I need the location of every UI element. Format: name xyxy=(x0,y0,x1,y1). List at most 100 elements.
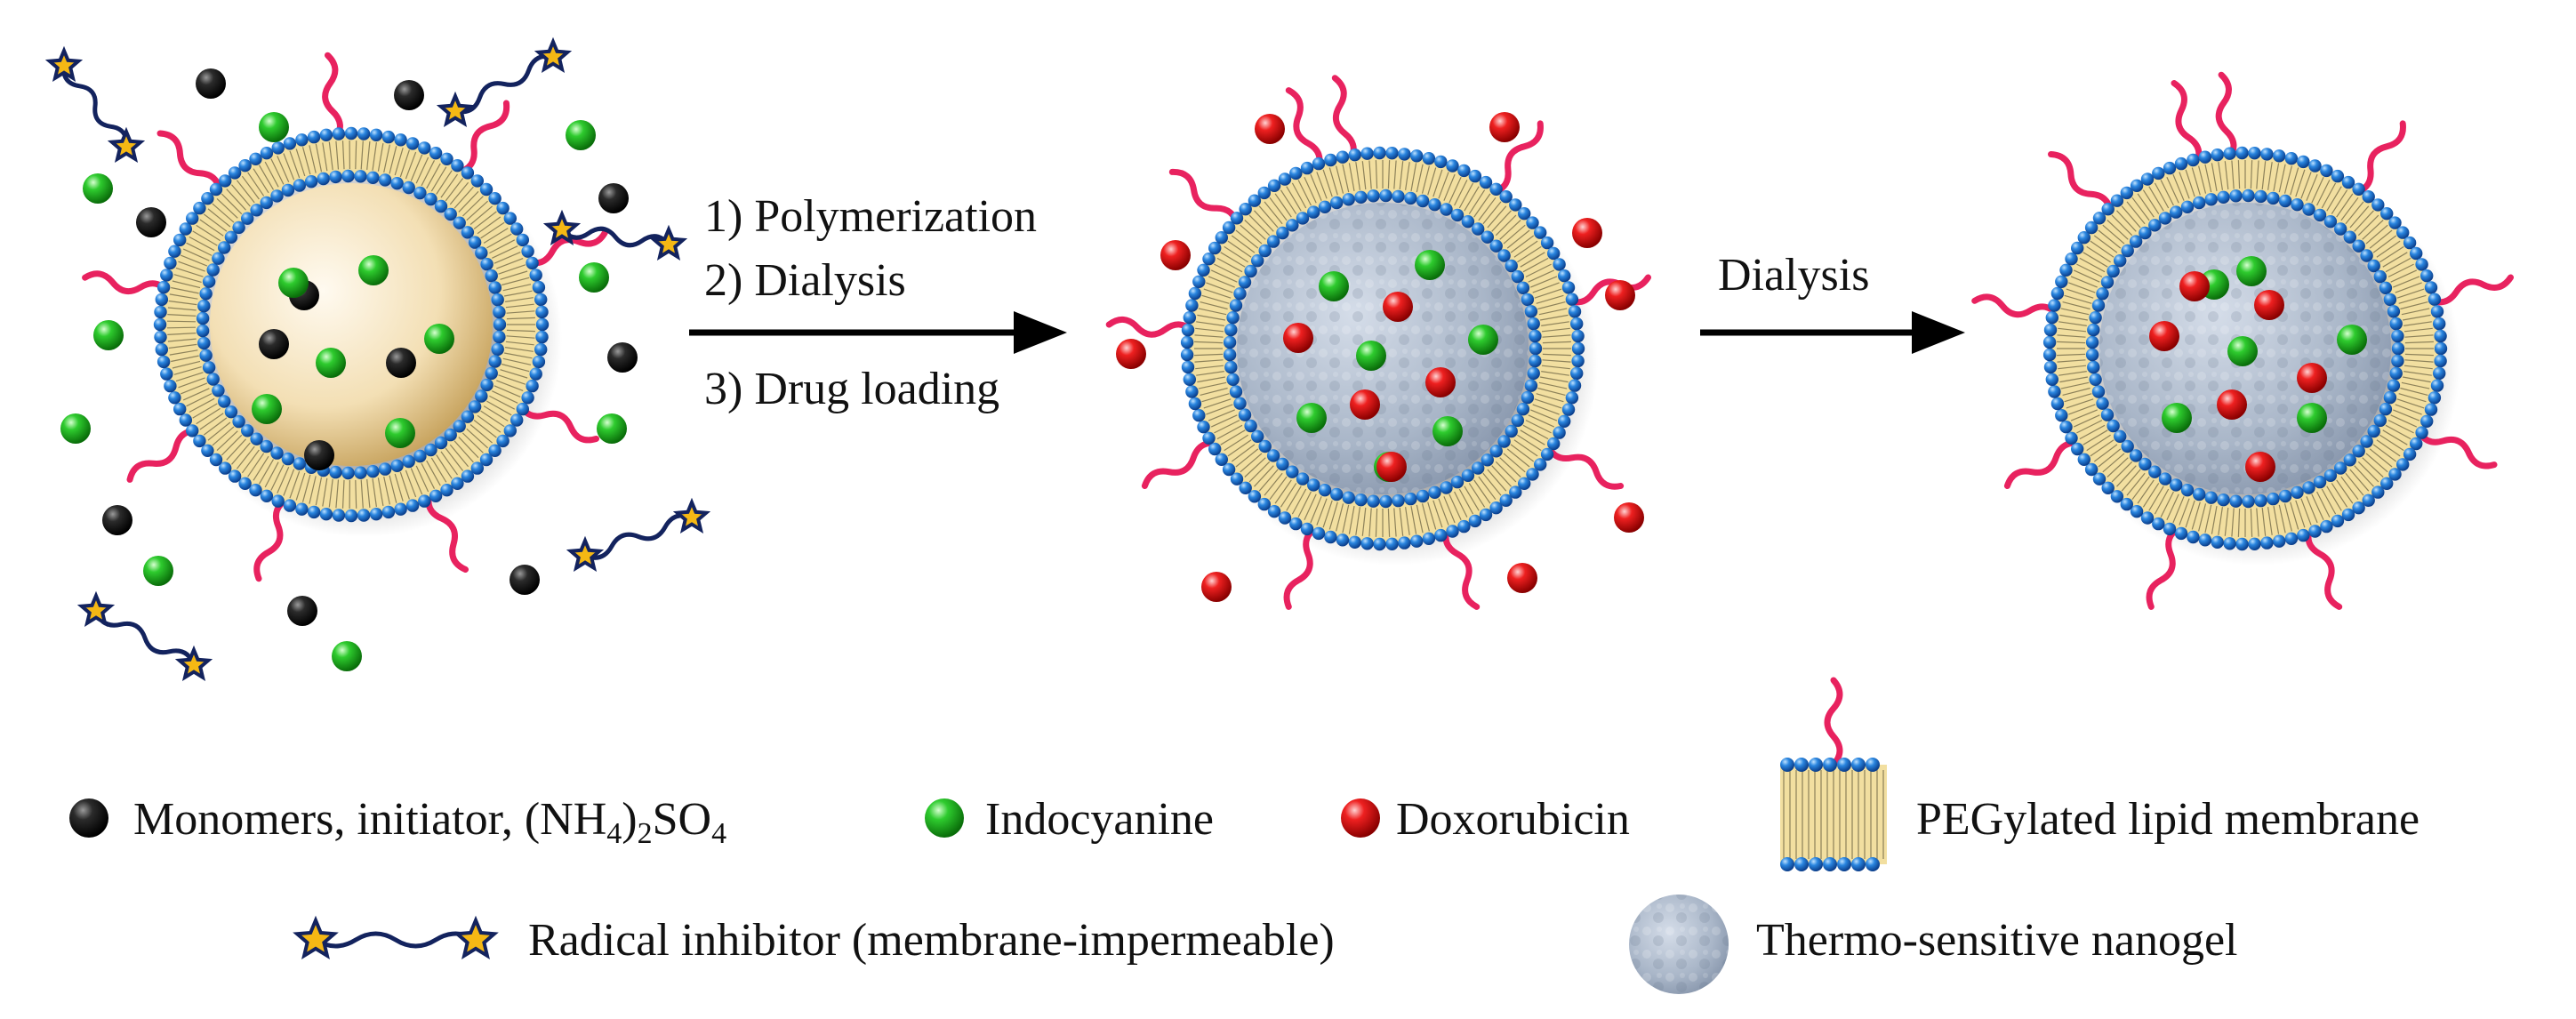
lipid-head-inner xyxy=(2267,492,2280,506)
lipid-head-outer xyxy=(2260,536,2274,550)
membrane-icon-head xyxy=(1809,857,1823,871)
lipid-head-inner xyxy=(1307,205,1320,219)
lipid-head-outer xyxy=(1571,354,1585,368)
doxorubicin-particle xyxy=(1283,323,1313,353)
lipid-head-inner xyxy=(232,221,245,235)
lipid-head-inner xyxy=(2389,317,2403,331)
lipid-head-inner xyxy=(1258,244,1272,258)
lipid-head-outer xyxy=(1547,437,1561,451)
lipid-head-inner xyxy=(2334,222,2347,236)
doxorubicin-particle xyxy=(1341,798,1380,838)
lipid-head-inner xyxy=(2343,453,2356,467)
indocyanine-particle xyxy=(424,324,454,354)
lipid-head-outer xyxy=(1373,537,1386,551)
lipid-head-inner xyxy=(2148,219,2162,232)
monomer-particle xyxy=(287,596,317,626)
lipid-head-inner xyxy=(2229,189,2243,203)
lipid-head-outer xyxy=(1192,275,1206,288)
indocyanine-particle xyxy=(385,418,415,448)
lipid-head-outer xyxy=(2308,525,2322,538)
lipid-head-inner xyxy=(2242,494,2255,509)
indocyanine-particle xyxy=(316,348,346,378)
lipid-head-outer xyxy=(1300,161,1314,175)
lipid-head-outer xyxy=(2187,530,2200,544)
indocyanine-particle xyxy=(1296,403,1327,433)
lipid-head-outer xyxy=(1215,453,1229,466)
lipid-head-outer xyxy=(1422,152,1436,165)
lipid-head-inner xyxy=(2373,269,2387,284)
lipid-head-outer xyxy=(1561,403,1576,416)
lipid-head-outer xyxy=(2297,528,2310,542)
membrane-icon-head xyxy=(1794,857,1809,871)
lipid-head-inner xyxy=(2334,461,2347,475)
lipid-head-outer xyxy=(1410,534,1424,548)
doxorubicin-particle xyxy=(1116,339,1146,369)
lipid-head-inner xyxy=(341,169,355,183)
lipid-head-outer xyxy=(418,494,431,508)
lipid-head-outer xyxy=(1489,501,1503,515)
lipid-head-outer xyxy=(1267,179,1281,192)
doxorubicin-particle xyxy=(2254,290,2284,320)
lipid-head-outer xyxy=(155,342,168,357)
lipid-head-inner xyxy=(1516,281,1530,294)
lipid-head-outer xyxy=(2428,293,2442,306)
lipid-head-outer xyxy=(2174,526,2188,541)
lipid-head-inner xyxy=(2278,194,2292,208)
peg-chain xyxy=(322,52,343,143)
lipid-head-inner xyxy=(2114,429,2127,443)
lipid-head-inner xyxy=(491,293,504,307)
legend-doxorubicin-label: Doxorubicin xyxy=(1396,794,1630,845)
lipid-head-outer xyxy=(2362,493,2375,507)
lipid-head-inner xyxy=(480,257,494,271)
lipid-head-outer xyxy=(2092,212,2107,225)
lipid-head-inner xyxy=(1229,299,1243,312)
peg-chain xyxy=(516,399,599,444)
inhibitor-chain xyxy=(560,226,670,248)
lipid-head-outer xyxy=(1540,447,1554,461)
lipid-head-outer xyxy=(381,505,396,519)
lipid-head-outer xyxy=(2380,477,2394,490)
lipid-head-inner xyxy=(2391,329,2404,343)
lipid-head-inner xyxy=(2217,493,2230,507)
process-arrow-1-head xyxy=(1014,311,1067,354)
indocyanine-particle xyxy=(143,556,173,586)
lipid-head-outer xyxy=(2308,159,2322,173)
lipid-head-outer xyxy=(295,133,309,147)
lipid-head-outer xyxy=(2059,421,2073,434)
lipid-head-inner xyxy=(1489,445,1503,458)
lipid-head-inner xyxy=(2391,354,2404,368)
lipid-head-inner xyxy=(2242,189,2255,203)
lipid-head-inner xyxy=(241,212,254,225)
lipid-head-inner xyxy=(1233,287,1247,301)
lipid-head-outer xyxy=(1457,519,1471,534)
lipid-head-outer xyxy=(1180,335,1194,349)
lipid-head-outer xyxy=(1312,156,1326,171)
peg-chain xyxy=(2146,524,2184,610)
lipid-head-outer xyxy=(344,126,358,140)
lipid-head-inner xyxy=(1367,494,1380,508)
lipid-head-inner xyxy=(293,457,306,470)
lipid-head-outer xyxy=(1185,299,1199,312)
lipid-head-outer xyxy=(1239,203,1252,216)
lipid-head-inner xyxy=(480,378,494,392)
lipid-head-outer xyxy=(2388,216,2402,229)
lipid-head-outer xyxy=(1257,497,1272,511)
lipid-head-outer xyxy=(1348,148,1361,162)
lipid-head-inner xyxy=(493,317,507,332)
lipid-head-inner xyxy=(1450,475,1465,489)
step-polymerization-label: 1) Polymerization xyxy=(704,191,1038,242)
lipid-head-outer xyxy=(2371,485,2385,499)
lipid-head-outer xyxy=(156,355,171,369)
lipid-head-inner xyxy=(2096,397,2109,410)
lipid-head-inner xyxy=(2158,472,2172,485)
lipid-head-inner xyxy=(1266,235,1280,248)
lipid-head-inner xyxy=(1258,439,1272,453)
indocyanine-particle xyxy=(2162,403,2192,433)
lipid-head-outer xyxy=(2140,511,2155,525)
lipid-head-inner xyxy=(1481,453,1495,467)
lipid-head-outer xyxy=(179,413,192,427)
lipid-head-outer xyxy=(2042,348,2057,362)
lipid-head-inner xyxy=(488,355,502,368)
lipid-head-inner xyxy=(2180,484,2195,497)
inhibitor-star xyxy=(44,45,84,83)
